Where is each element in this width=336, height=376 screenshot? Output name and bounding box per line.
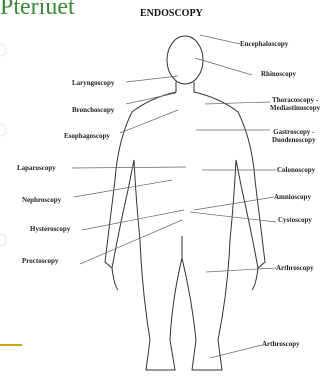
label-duodenoscopy: Duodenoscopy bbox=[272, 136, 316, 144]
label-nephroscopy: Nephroscopy bbox=[22, 196, 61, 204]
label-esophagoscopy: Esophagoscopy bbox=[64, 132, 110, 140]
accent-line bbox=[0, 344, 22, 346]
label-amnioscopy: Amnioscopy bbox=[274, 193, 311, 201]
label-thoracoscopy-line1: Thoracoscopy - bbox=[270, 96, 320, 104]
label-cystoscopy: Cystoscopy bbox=[278, 216, 312, 224]
label-encephaloscopy: Encephaloscopy bbox=[240, 40, 288, 48]
label-laryngoscopy: Laryngoscopy bbox=[72, 79, 114, 87]
label-rhinoscopy: Rhinoscopy bbox=[261, 70, 296, 78]
label-arthroscopy-knee: Arthroscopy bbox=[276, 264, 314, 272]
human-body-outline bbox=[105, 36, 265, 370]
label-colonoscopy: Colonoscopy bbox=[277, 166, 315, 174]
label-thoracoscopy: Thoracoscopy - Mediastinoscopy bbox=[270, 96, 320, 112]
label-gastroscopy: Gastroscopy - Duodenoscopy bbox=[272, 128, 316, 144]
label-proctoscopy: Proctoscopy bbox=[22, 257, 58, 265]
label-mediastinoscopy: Mediastinoscopy bbox=[270, 104, 320, 112]
label-gastroscopy-line1: Gastroscopy - bbox=[272, 128, 316, 136]
label-hysteroscopy: Hysteroscopy bbox=[30, 225, 70, 233]
label-arthroscopy-ankle: Arthroscopy bbox=[262, 340, 300, 348]
label-bronchoscopy: Bronchoscopy bbox=[72, 106, 114, 114]
label-laparoscopy: Laparoscopy bbox=[17, 164, 56, 172]
